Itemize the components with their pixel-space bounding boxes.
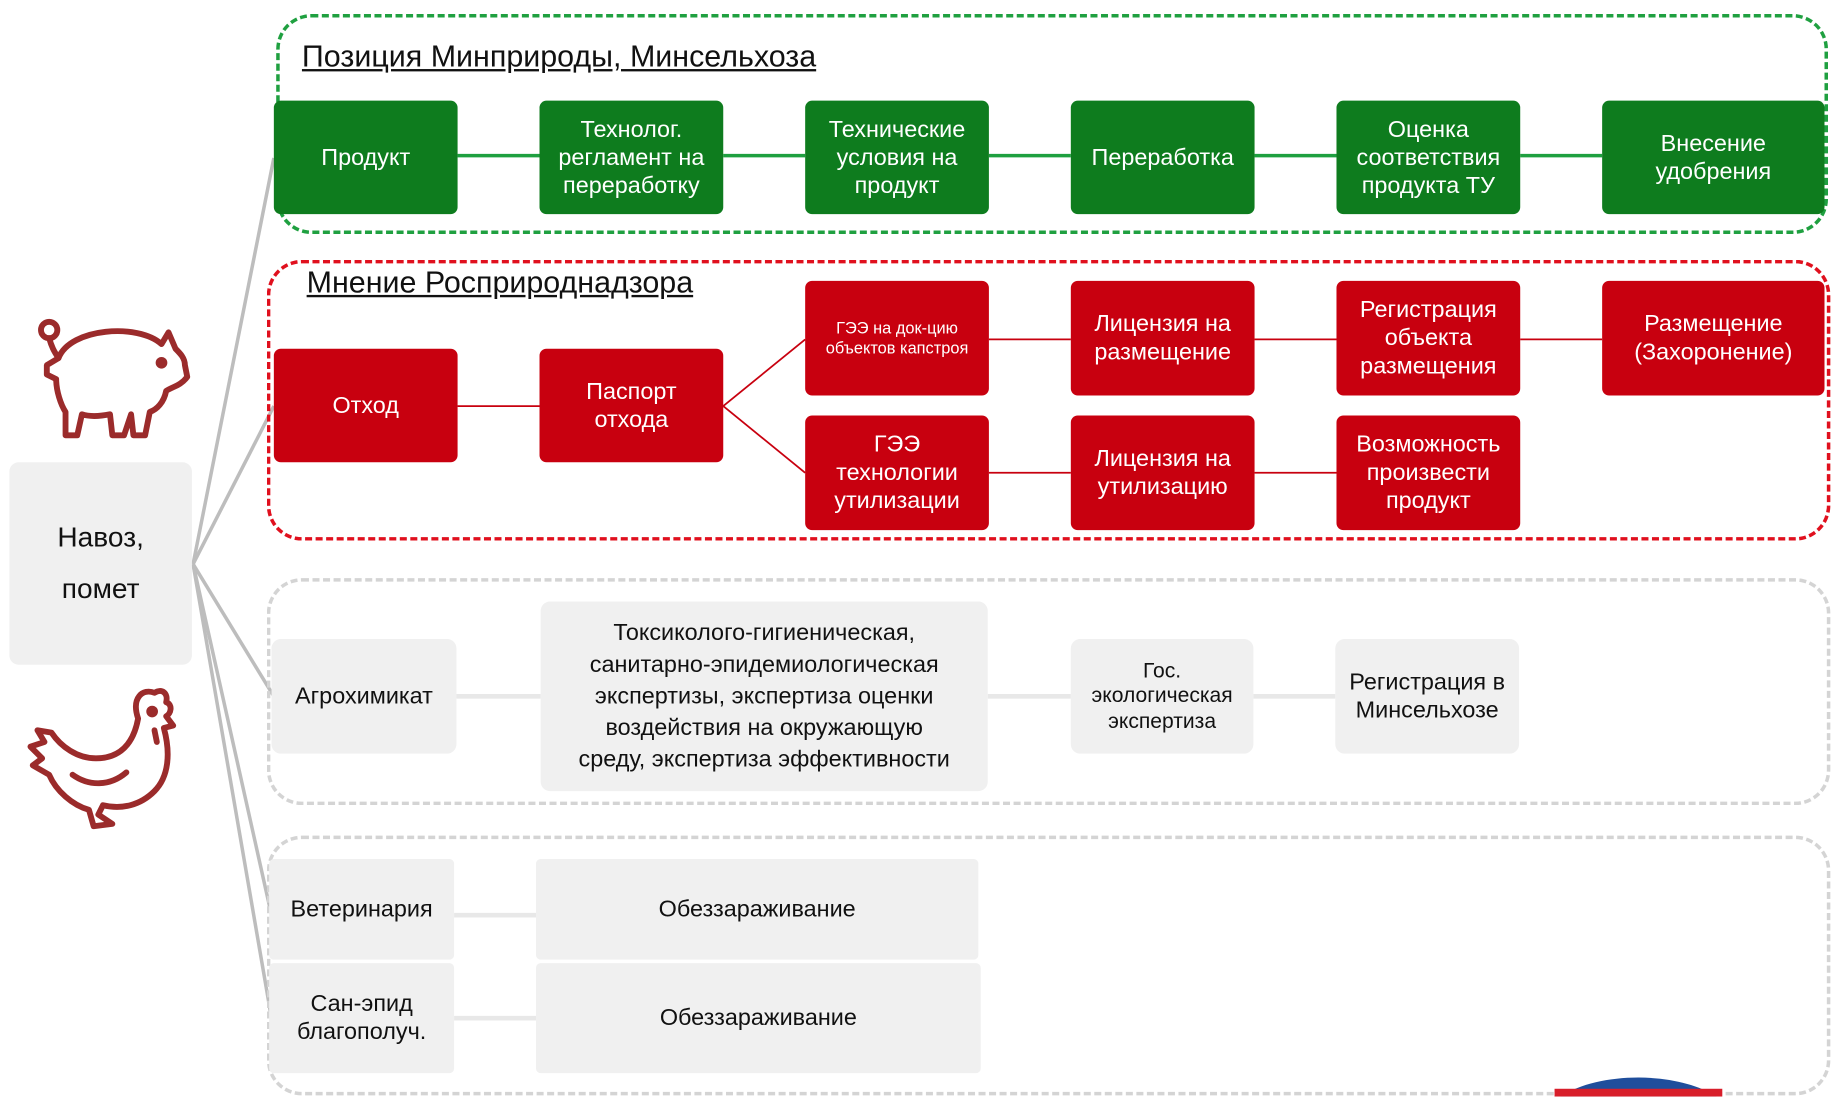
red-step-waste: Отход [273, 348, 458, 463]
agro-step-agrochemical: Агрохимикат [271, 638, 457, 754]
vet-row-label-sanitary: Сан-эпид благополуч. [269, 963, 455, 1074]
source-label: Навоз, помет [9, 462, 192, 665]
pig-icon [38, 318, 191, 439]
agro-step-state-expertise: Гос. экологическая экспертиза [1070, 638, 1254, 754]
green-step-processing: Переработка [1070, 100, 1255, 215]
red-top-placement: Размещение (Захоронение) [1602, 280, 1825, 396]
green-step-conformity: Оценка соответствия продукта ТУ [1336, 100, 1521, 215]
red-bottom-gee-technology: ГЭЭ технологии утилизации [805, 415, 989, 531]
green-step-product: Продукт [273, 100, 458, 215]
logo-fragment [1554, 1077, 1723, 1097]
green-step-specifications: Технические условия на продукт [805, 100, 989, 215]
red-step-passport: Паспорт отхода [539, 348, 724, 463]
agro-step-registration: Регистрация в Минсельхозе [1335, 638, 1520, 754]
agro-section-frame [266, 578, 1831, 806]
vet-row-action-veterinary: Обеззараживание [535, 859, 979, 960]
vet-section-frame [266, 835, 1831, 1096]
red-top-registration: Регистрация объекта размещения [1336, 280, 1521, 396]
vet-row-action-sanitary: Обеззараживание [535, 963, 981, 1074]
chicken-icon [27, 688, 177, 830]
red-section-frame [266, 259, 1831, 541]
red-section-heading: Мнение Росприроднадзора [306, 264, 694, 300]
red-top-gee-capital: ГЭЭ на док-цию объектов капстроя [805, 280, 989, 396]
green-step-regulation: Технолог. регламент на переработку [539, 100, 724, 215]
red-bottom-license-utilization: Лицензия на утилизацию [1070, 415, 1255, 531]
green-step-fertilizing: Внесение удобрения [1602, 100, 1825, 215]
vet-row-label-veterinary: Ветеринария [269, 859, 455, 960]
green-section-heading: Позиция Минприроды, Минсельхоза [301, 38, 817, 74]
red-top-license-placement: Лицензия на размещение [1070, 280, 1255, 396]
red-bottom-product-possibility: Возможность произвести продукт [1336, 415, 1521, 531]
agro-step-expertise: Токсиколого-гигиеническая, санитарно-эпи… [540, 601, 988, 792]
